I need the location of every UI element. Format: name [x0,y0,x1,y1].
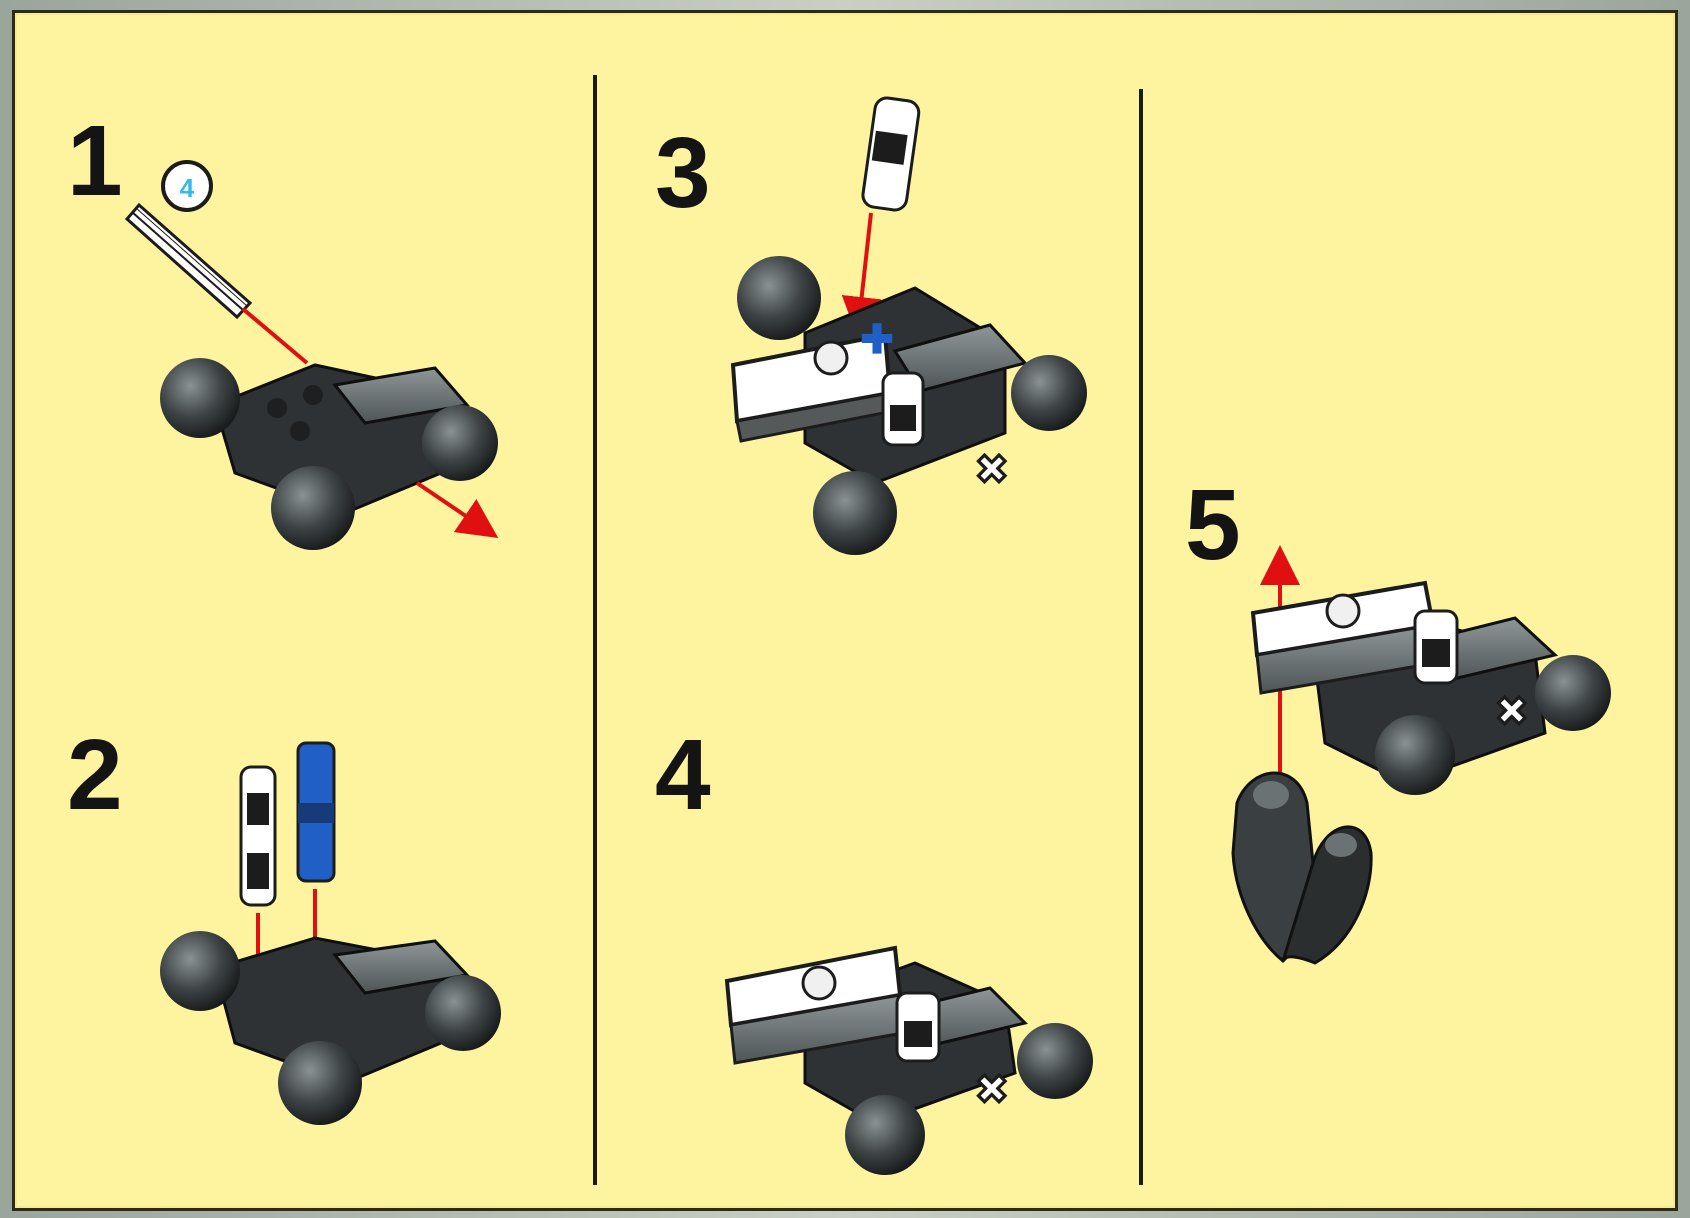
insert-arrow [243,309,307,363]
assembly-drawings: 4 [15,13,1675,1208]
wheel-ball [422,405,498,481]
axle-end-icon: ✖ [975,1068,1009,1112]
wheel-ball [1375,715,1455,795]
friction-pin [883,373,923,445]
wheel-ball [425,975,501,1051]
blue-axle-hole-icon: ✚ [860,318,894,362]
connector-hand-piece [1233,773,1371,963]
wheel-ball [1017,1023,1093,1099]
wheel-ball [271,466,355,550]
friction-pin [1415,611,1457,683]
step-5-assembly: ✖ [1233,561,1611,963]
axle-end-icon: ✖ [975,448,1009,492]
part-count-badge: 4 [163,162,211,210]
wheel-ball [737,256,821,340]
wheel-ball [1535,655,1611,731]
wheel-ball [160,358,240,438]
push-arrow [417,483,485,529]
wheel-ball [1011,355,1087,431]
axle-end-icon: ✖ [1495,690,1529,734]
friction-pin [241,767,275,905]
insert-arrow [859,213,871,321]
instruction-panel: 1 2 3 4 5 4 [12,10,1678,1211]
step-1-assembly: 4 [127,162,498,550]
wheel-ball [845,1095,925,1175]
wheel-ball [278,1041,362,1125]
friction-pin [897,993,939,1061]
wheel-ball [160,931,240,1011]
wheel-ball [813,471,897,555]
axle-pin-blue [298,743,334,881]
part-count-label: 4 [180,173,195,203]
step-2-assembly [160,743,501,1125]
step-3-assembly: ✚ ✖ [733,96,1087,555]
technic-axle [127,205,250,317]
friction-pin [861,96,920,211]
step-4-assembly: ✖ [727,948,1093,1175]
